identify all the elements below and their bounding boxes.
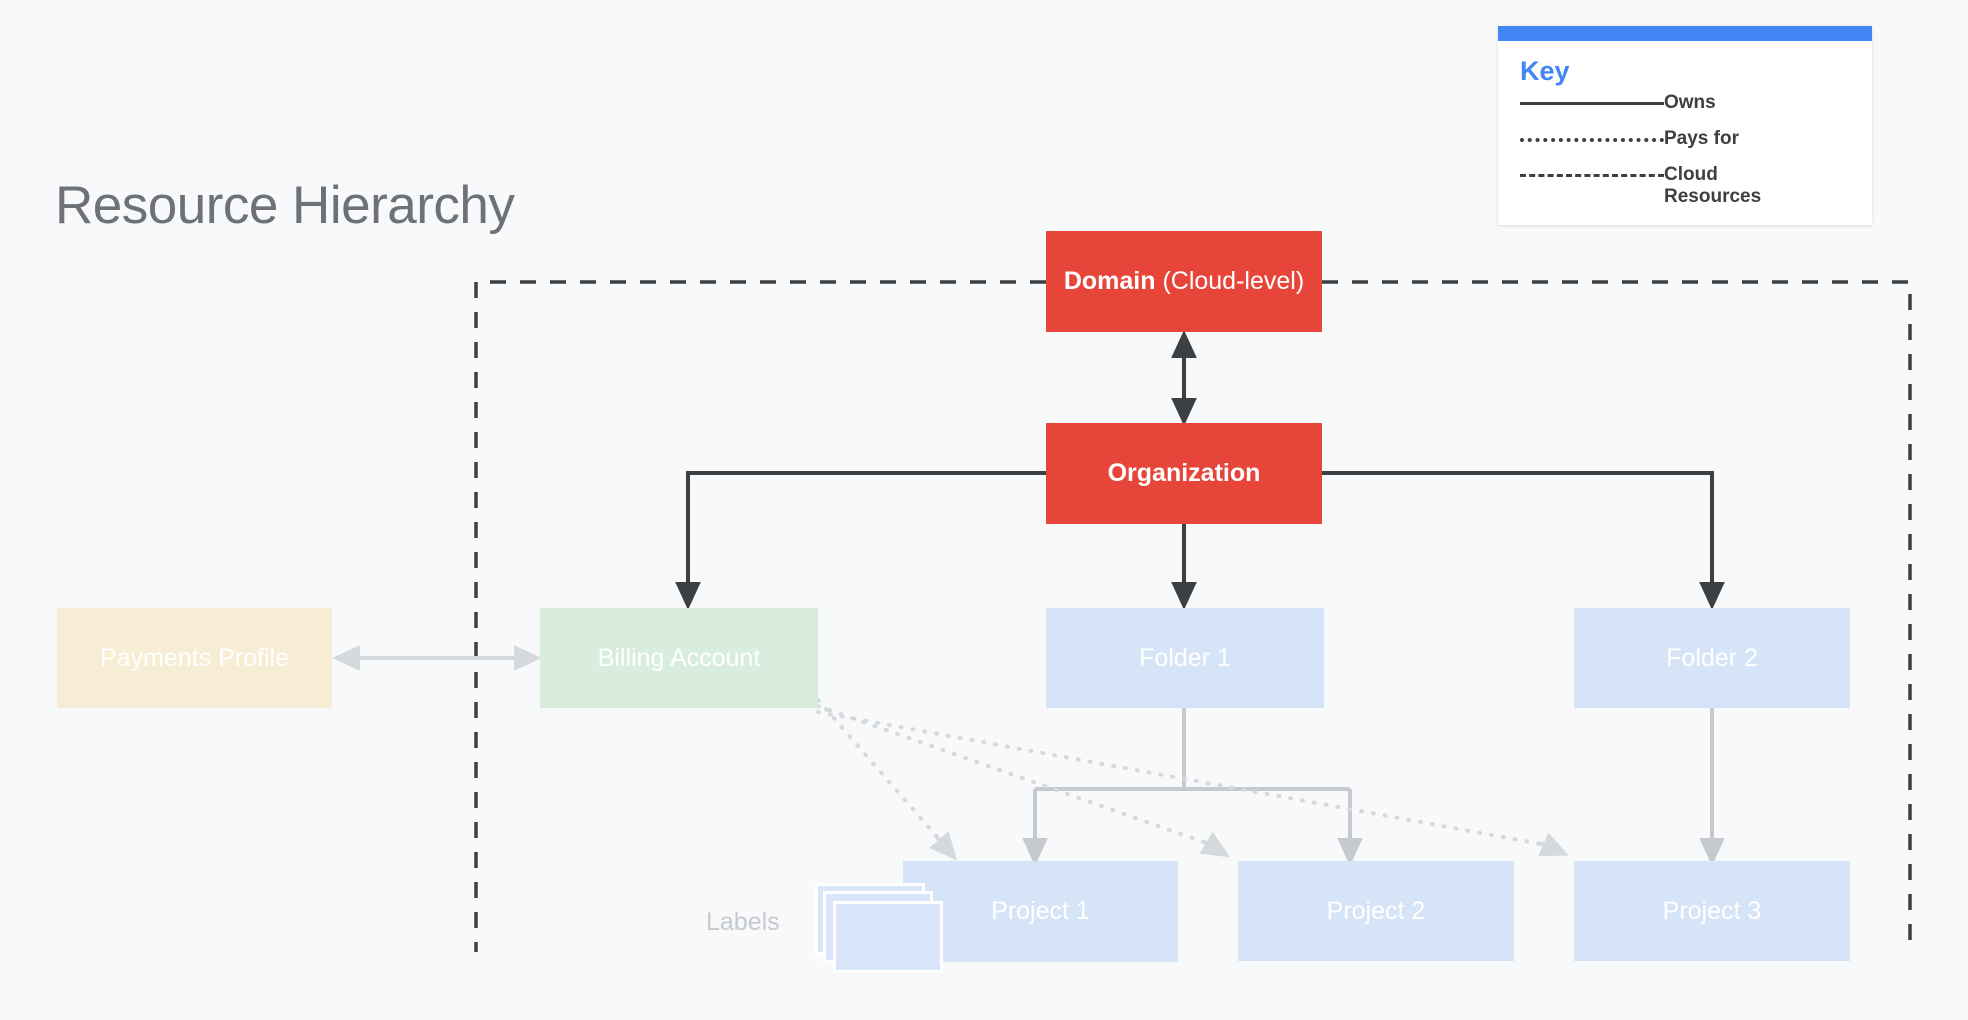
- legend-label-owns: Owns: [1664, 92, 1716, 114]
- node-project-3[interactable]: Project 3: [1574, 861, 1850, 961]
- node-folder-2-label: Folder 2: [1666, 643, 1758, 672]
- legend-card: Key Owns Pays for Cloud Resources: [1498, 26, 1872, 225]
- legend-accent-bar: [1498, 26, 1872, 41]
- legend-title: Key: [1520, 56, 1570, 86]
- node-billing-account-label: Billing Account: [597, 643, 761, 672]
- legend-row-owns: Owns: [1520, 91, 1850, 121]
- node-project-2[interactable]: Project 2: [1238, 861, 1514, 961]
- node-domain-label-sub: (Cloud-level): [1155, 267, 1305, 295]
- node-domain-label-main: Domain: [1063, 267, 1156, 295]
- labels-stack-icon: [815, 883, 945, 983]
- node-billing-account[interactable]: Billing Account: [540, 608, 818, 708]
- node-organization-label: Organization: [1107, 459, 1261, 487]
- legend-line-solid-icon: [1520, 91, 1664, 115]
- legend-row-pays-for: Pays for: [1520, 127, 1850, 157]
- legend-line-dashed-icon: [1520, 163, 1664, 187]
- node-project-3-label: Project 3: [1662, 896, 1762, 925]
- node-project-1[interactable]: Project 1: [903, 861, 1178, 962]
- node-payments-profile[interactable]: Payments Profile: [57, 608, 332, 708]
- connector-folder1-projects: [1033, 708, 1352, 850]
- connector-org-folder2: [1322, 471, 1725, 610]
- page-title: Resource Hierarchy: [55, 176, 515, 235]
- legend-line-dotted-icon: [1520, 127, 1664, 151]
- legend-label-cloud-resources: Cloud Resources: [1664, 164, 1762, 207]
- node-folder-1[interactable]: Folder 1: [1046, 608, 1324, 708]
- connector-billing-pays-for: [816, 698, 1554, 848]
- node-domain[interactable]: Domain (Cloud-level): [1046, 231, 1322, 332]
- node-domain-label: Domain (Cloud-level): [1064, 267, 1304, 296]
- node-folder-2[interactable]: Folder 2: [1574, 608, 1850, 708]
- legend-label-pays-for: Pays for: [1664, 128, 1739, 150]
- node-project-2-label: Project 2: [1326, 896, 1426, 925]
- label-card-front: [833, 901, 943, 973]
- node-organization[interactable]: Organization: [1046, 423, 1322, 524]
- legend-body: Key Owns Pays for Cloud Resources: [1498, 41, 1872, 225]
- labels-annotation: Labels: [706, 908, 780, 936]
- legend-row-cloud-resources: Cloud Resources: [1520, 163, 1850, 207]
- connector-billing-pays-for-arrows: [929, 831, 1569, 861]
- connector-org-billing: [675, 471, 1046, 610]
- node-payments-profile-label: Payments Profile: [100, 643, 289, 672]
- node-folder-1-label: Folder 1: [1139, 643, 1231, 672]
- node-project-1-label: Project 1: [991, 897, 1090, 925]
